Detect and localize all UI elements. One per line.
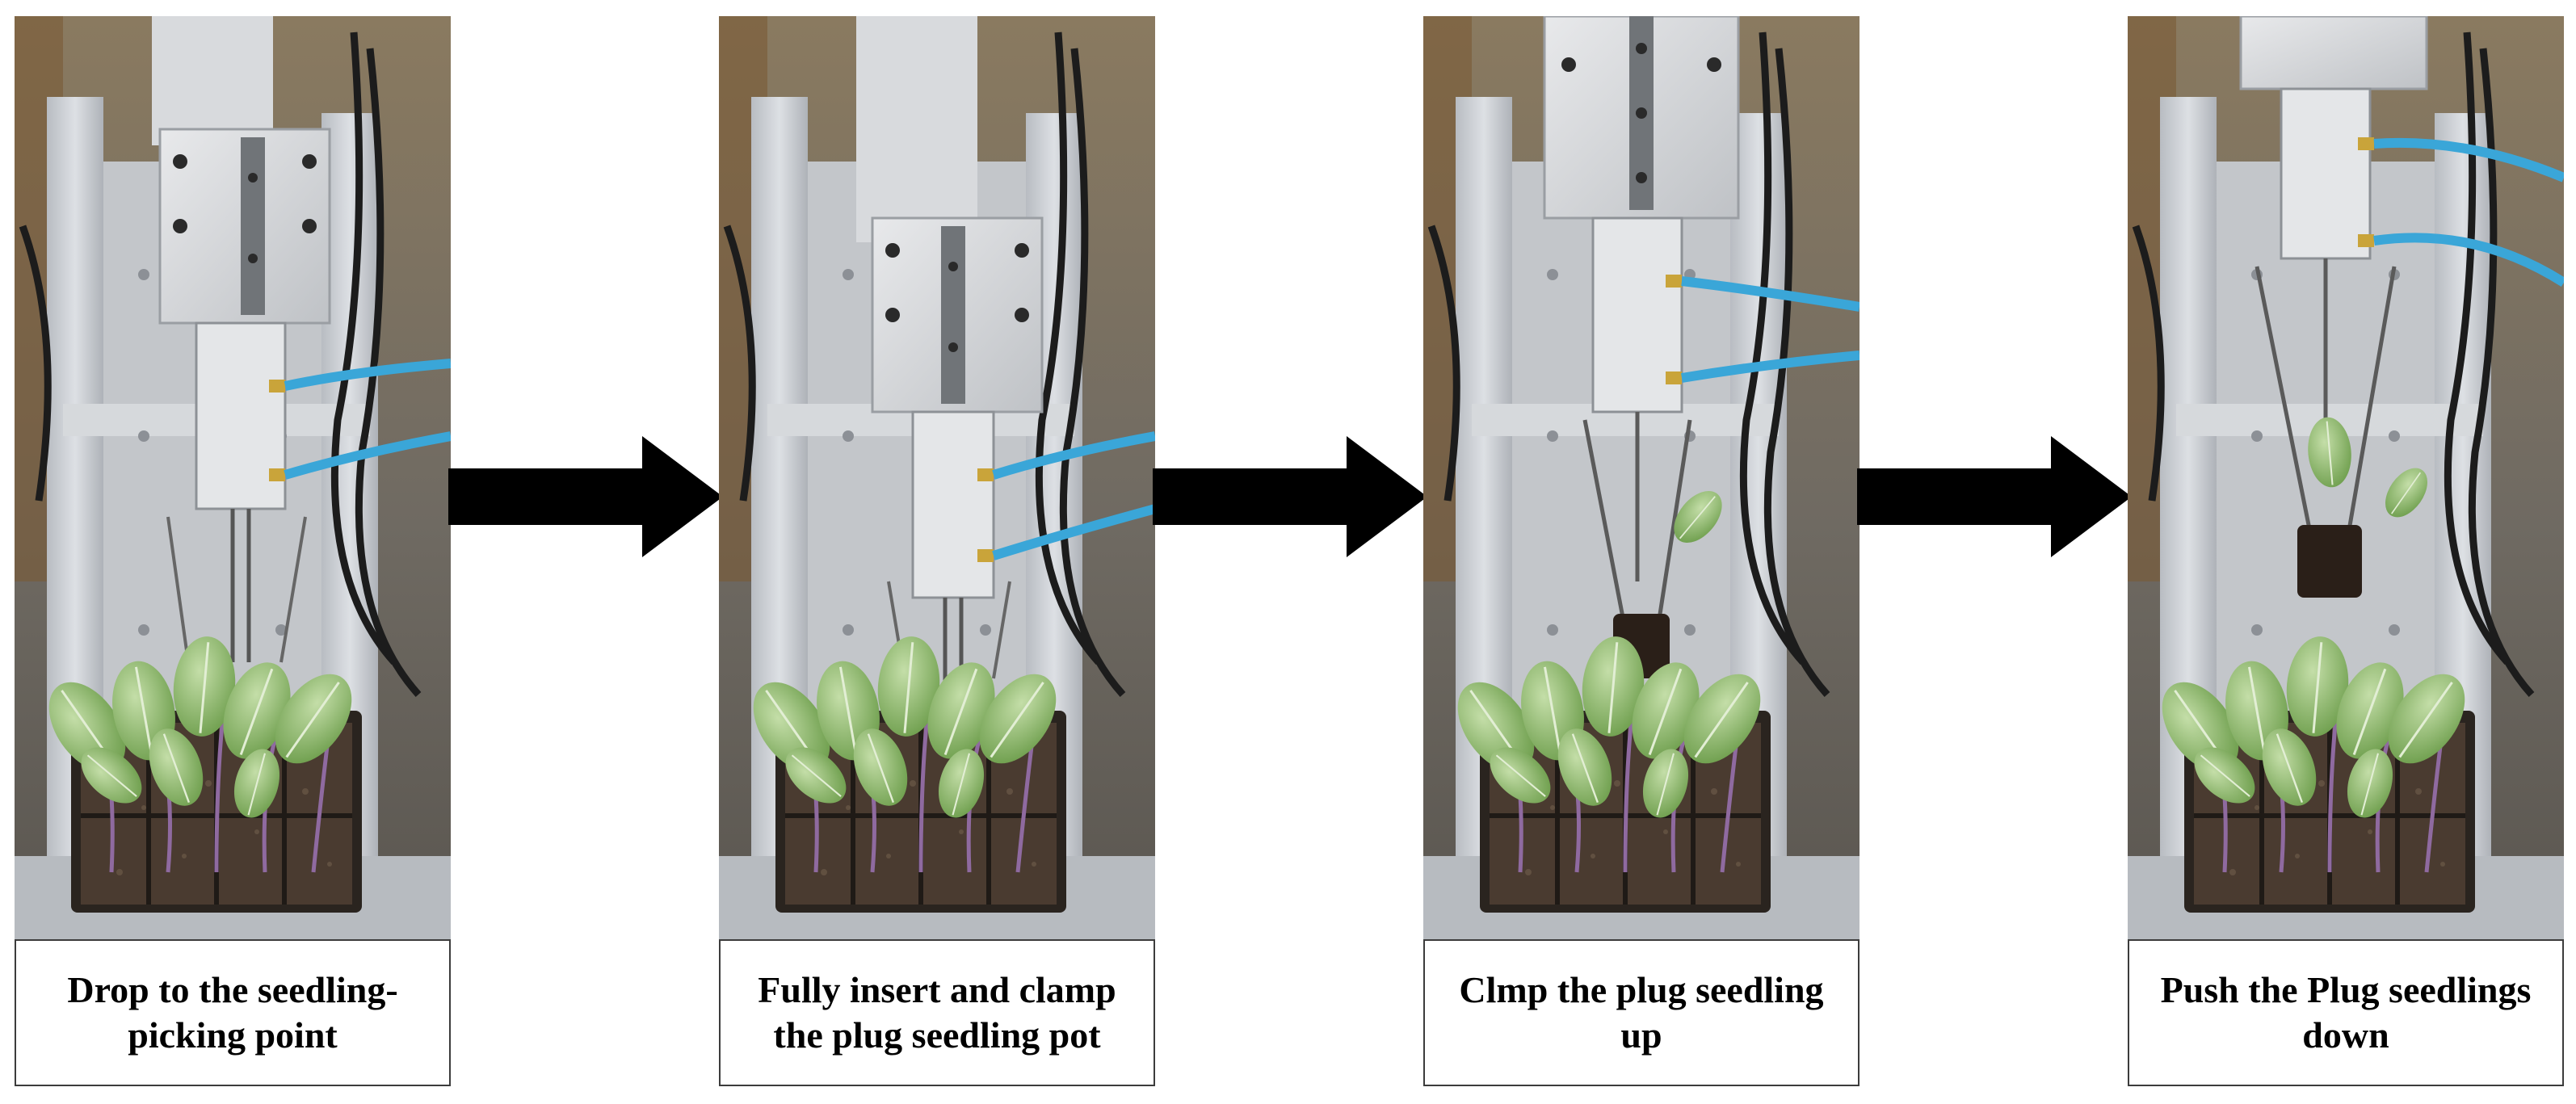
arrow-3 — [1857, 436, 2132, 557]
step-3-caption-text: Clmp the plug seedling up — [1459, 969, 1824, 1056]
step-2-caption: Fully insert and clamp the plug seedling… — [719, 939, 1155, 1086]
step-3-caption: Clmp the plug seedling up — [1423, 939, 1860, 1086]
arrow-2 — [1153, 436, 1427, 557]
step-4-caption-text: Push the Plug seedlings down — [2160, 969, 2532, 1056]
step-1: Drop to the seedling-picking point — [15, 16, 451, 1086]
step-4-caption: Push the Plug seedlings down — [2128, 939, 2564, 1086]
step-2-photo — [719, 16, 1155, 939]
step-4-photo — [2128, 16, 2564, 939]
arrow-1 — [448, 436, 723, 557]
arrow-1-shape — [448, 436, 723, 557]
step-3: Clmp the plug seedling up — [1423, 16, 1860, 1086]
step-2: Fully insert and clamp the plug seedling… — [719, 16, 1155, 1086]
step-3-photo — [1423, 16, 1860, 939]
step-1-caption: Drop to the seedling-picking point — [15, 939, 451, 1086]
step-1-photo — [15, 16, 451, 939]
step-1-caption-text: Drop to the seedling-picking point — [67, 969, 398, 1056]
step-2-caption-text: Fully insert and clamp the plug seedling… — [758, 969, 1116, 1056]
step-4: Push the Plug seedlings down — [2128, 16, 2564, 1086]
arrow-2-shape — [1153, 436, 1427, 557]
arrow-3-shape — [1857, 436, 2132, 557]
